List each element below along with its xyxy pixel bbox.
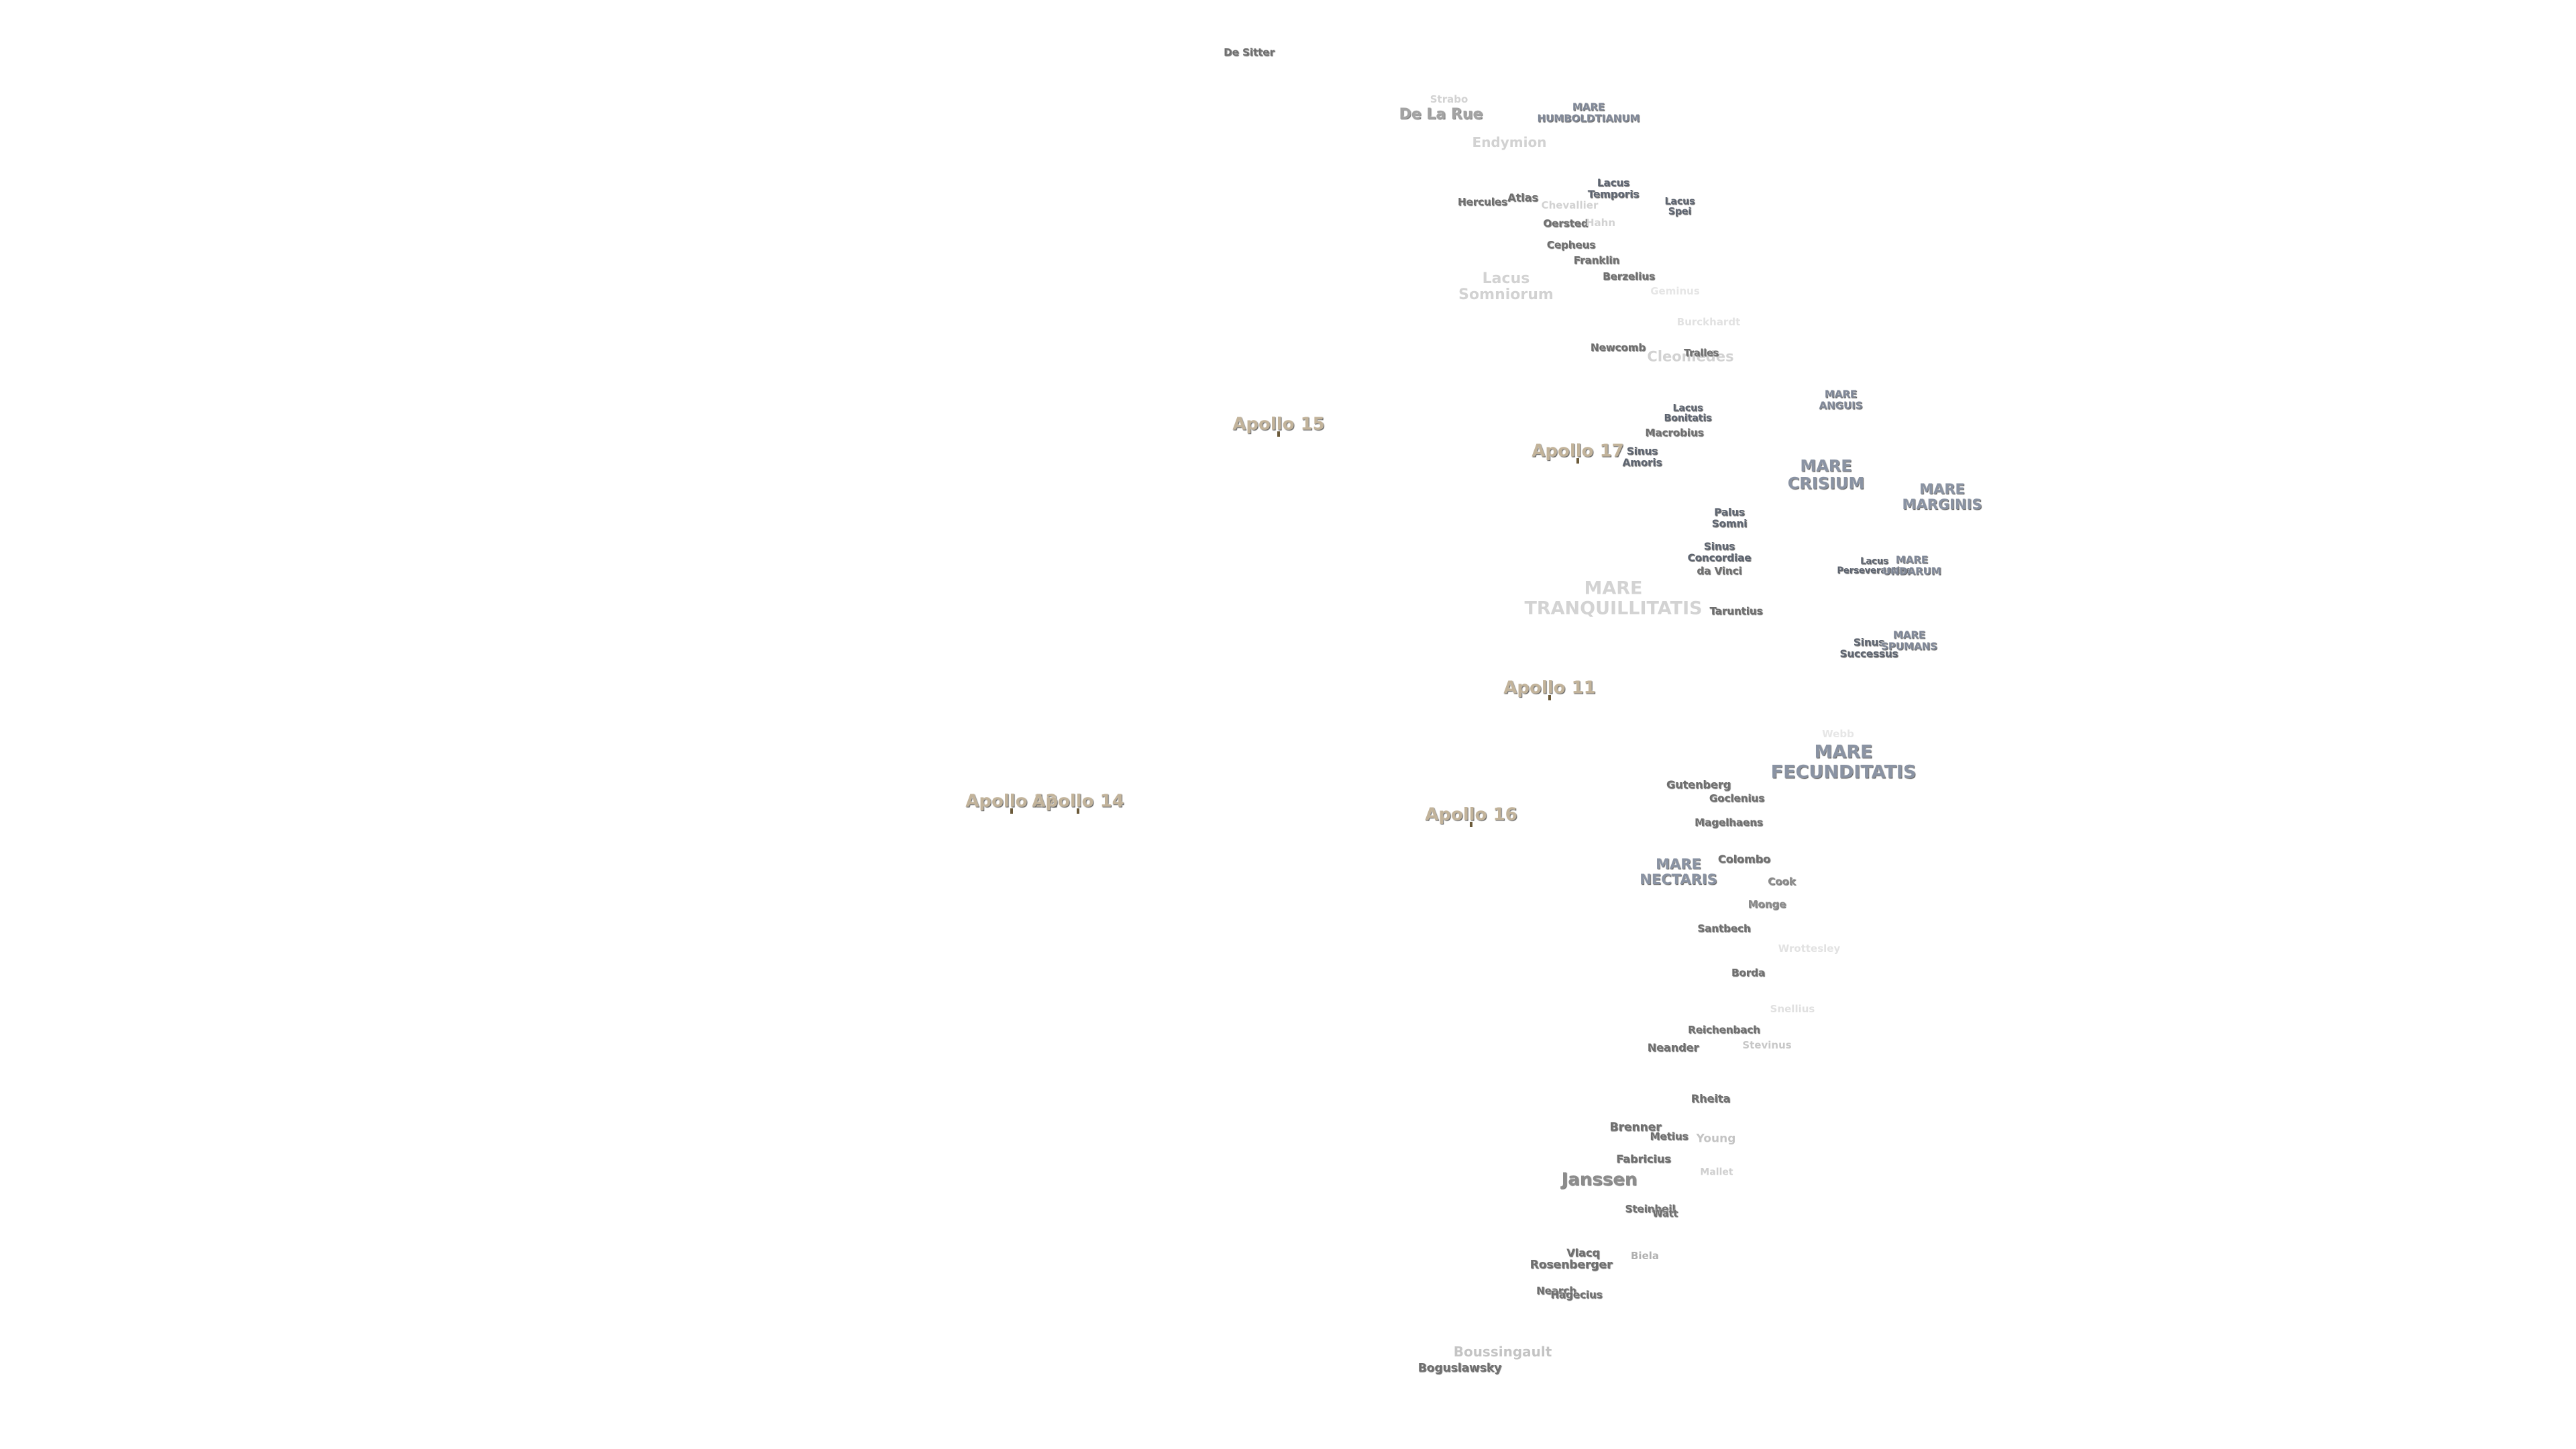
label-berzelius: Berzelius [1603,270,1655,282]
label-magelhaens: Magelhaens [1695,816,1763,828]
label-metius: Metius [1650,1130,1688,1142]
label-franklin: Franklin [1573,254,1620,266]
label-rosenberger: Rosenberger [1529,1258,1613,1272]
label-cook: Cook [1768,875,1796,888]
label-rheita: Rheita [1690,1092,1731,1106]
label-da-vinci: da Vinci [1697,564,1742,577]
label-boguslawsky: Boguslawsky [1417,1361,1502,1375]
label-steinheil: Steinheil [1625,1202,1676,1215]
label-fabricius: Fabricius [1616,1152,1671,1166]
label-vlacq: Vlacq [1566,1246,1600,1260]
label-apollo-14[interactable]: Apollo 14 [1032,791,1124,812]
label-taruntius: Taruntius [1709,604,1763,617]
label-lacus-temporis: Lacus Temporis [1587,176,1640,200]
label-strabo: Strabo [1430,93,1468,105]
label-endymion: Endymion [1472,134,1547,150]
label-snellius: Snellius [1770,1002,1815,1015]
label-sinus-successus: Sinus Successus [1839,636,1898,659]
label-mare-humboldtianum: MARE HUMBOLDTIANUM [1537,101,1640,124]
label-hahn: Hahn [1585,216,1616,229]
label-sinus-amoris: Sinus Amoris [1622,445,1662,468]
label-cepheus: Cepheus [1546,238,1596,251]
label-wrottesley: Wrottesley [1778,942,1841,955]
label-goclenius: Goclenius [1709,792,1765,804]
label-gutenberg: Gutenberg [1666,778,1731,792]
label-atlas: Atlas [1507,191,1538,205]
apollo-17-marker[interactable] [1576,458,1579,464]
label-nearch: Nearch [1536,1284,1576,1297]
label-palus-somni: Palus Somni [1711,506,1748,529]
label-apollo-17[interactable]: Apollo 17 [1532,441,1624,462]
label-hagecius: Hagecius [1550,1288,1603,1301]
label-lacus-bonitatis: Lacus Bonitatis [1664,402,1712,424]
label-tralles: Tralles [1684,347,1719,359]
label-burckhardt: Burckhardt [1676,315,1741,328]
label-lacus-somniorum: Lacus Somniorum [1458,270,1554,303]
label-santbech: Santbech [1697,922,1751,934]
label-geminus: Geminus [1650,284,1700,297]
label-webb: Webb [1822,727,1854,740]
label-mare-fecunditatis: MARE FECUNDITATIS [1770,741,1917,782]
label-mare-undarum: MARE UNDARUM [1882,553,1941,577]
label-colombo: Colombo [1717,853,1771,866]
apollo-12-marker[interactable] [1010,808,1013,814]
label-de-sitter: De Sitter [1224,46,1275,58]
label-mare-marginis: MARE MARGINIS [1902,480,1982,513]
label-mallet: Mallet [1700,1167,1733,1178]
label-oersted: Oersted [1543,217,1589,229]
label-mare-spumans: MARE SPUMANS [1881,629,1937,652]
label-chevallier: Chevallier [1541,199,1599,211]
label-apollo-16[interactable]: Apollo 16 [1425,804,1517,825]
apollo-15-marker[interactable] [1277,431,1280,437]
label-janssen: Janssen [1561,1169,1638,1190]
label-mare-crisium: MARE CRISIUM [1787,456,1865,493]
label-neander: Neander [1647,1041,1699,1055]
label-biela: Biela [1630,1249,1660,1262]
label-lacus-spei: Lacus Spei [1664,196,1695,217]
label-macrobius: Macrobius [1645,426,1704,439]
apollo-14-marker[interactable] [1077,808,1079,814]
label-brenner: Brenner [1609,1120,1662,1134]
label-monge: Monge [1748,898,1786,910]
label-mare-anguis: MARE ANGUIS [1819,388,1863,411]
label-mare-tranquillitatis: MARE TRANQUILLITATIS [1524,578,1703,619]
label-mare-nectaris: MARE NECTARIS [1640,855,1717,888]
label-apollo-12[interactable]: Apollo 12 [965,791,1058,812]
label-apollo-15[interactable]: Apollo 15 [1232,414,1325,435]
apollo-16-marker[interactable] [1470,822,1472,827]
label-sinus-concordiae: Sinus Concordiae [1687,540,1752,564]
label-de-la-rue: De La Rue [1399,105,1483,123]
label-borda: Borda [1731,966,1765,979]
label-young: Young [1696,1132,1736,1146]
label-boussingault: Boussingault [1453,1344,1552,1360]
label-lacus-perseverantiae: Lacus Perseverantiae [1837,556,1912,576]
label-stevinus: Stevinus [1742,1038,1792,1051]
label-watt: Watt [1652,1208,1678,1220]
label-newcomb: Newcomb [1590,341,1646,354]
label-cleomedes: Cleomedes [1647,348,1734,365]
label-reichenbach: Reichenbach [1688,1023,1760,1036]
label-hercules: Hercules [1458,195,1507,208]
apollo-11-marker[interactable] [1548,695,1551,700]
label-apollo-11[interactable]: Apollo 11 [1503,678,1596,698]
